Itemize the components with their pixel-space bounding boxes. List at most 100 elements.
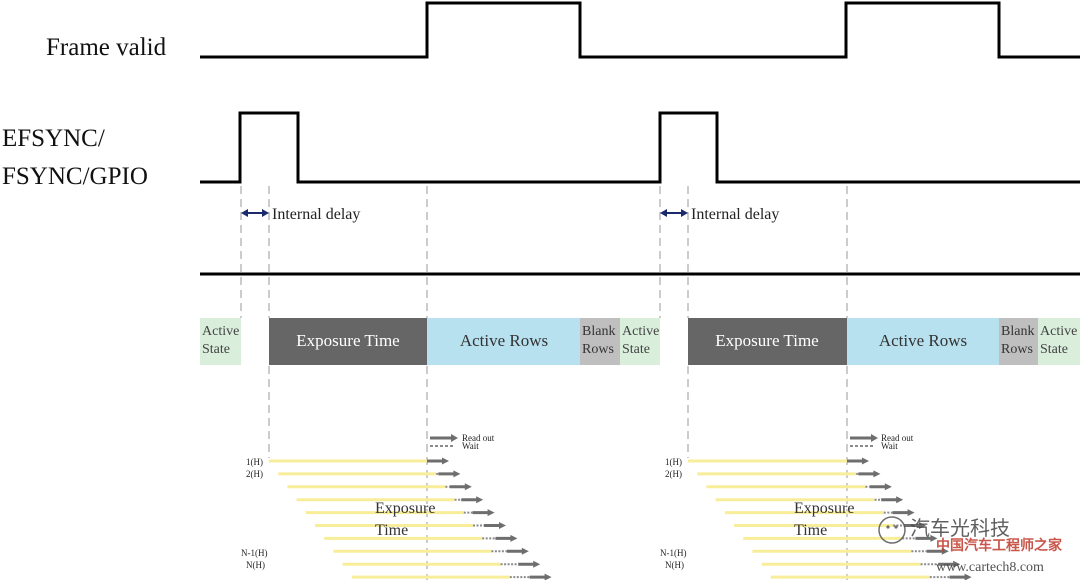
row-label-second-last: N-1(H) <box>241 548 268 558</box>
active-state-block <box>200 318 241 365</box>
active-state-label-line1: Active <box>622 324 659 339</box>
blank-rows-block <box>999 318 1038 365</box>
exposure-row <box>315 522 506 529</box>
readout-legend-2: Read out Wait <box>850 433 914 451</box>
readout-arrow-icon <box>533 560 541 568</box>
readout-arrow-icon <box>930 534 938 542</box>
state-bar-frame-2: Exposure Time Active Rows Blank Rows Act… <box>688 318 1080 365</box>
active-state-label-line1: Active <box>1040 324 1077 339</box>
row-label-second-last: N-1(H) <box>660 548 687 558</box>
exposure-row <box>287 483 472 491</box>
exposure-label-line1: Exposure <box>794 500 854 517</box>
exposure-time-block <box>269 318 427 365</box>
active-rows-block <box>427 318 580 365</box>
readout-arrow-icon <box>464 483 472 491</box>
watermark-site-url: www.cartech8.com <box>936 560 1044 575</box>
exposure-row <box>342 560 541 568</box>
row-labels-frame-2: 1(H) 2(H) N-1(H) N(H) <box>660 457 687 570</box>
exposure-row <box>715 496 904 504</box>
readout-arrow-icon <box>862 457 869 465</box>
exposure-row <box>278 470 461 478</box>
active-state-label-line2: State <box>202 342 230 357</box>
read-out-label: Read out <box>881 433 914 443</box>
readout-arrow-icon <box>953 560 961 568</box>
internal-delay-label: Internal delay <box>272 206 360 223</box>
row-label-first: 1(H) <box>246 457 263 467</box>
readout-arrow-icon <box>544 573 552 581</box>
row-labels-frame-1: 1(H) 2(H) N-1(H) N(H) <box>241 457 268 570</box>
exposure-label-line1: Exposure <box>375 500 435 517</box>
rolling-shutter-rows-2 <box>688 457 972 581</box>
exposure-row <box>269 457 449 465</box>
active-state-block <box>620 318 660 365</box>
readout-arrow-icon <box>964 573 972 581</box>
wait-label: Wait <box>462 441 479 451</box>
readout-arrow-icon <box>442 457 449 465</box>
exposure-label-line2: Time <box>375 522 408 539</box>
exposure-row <box>724 509 915 517</box>
blank-rows-label-line2: Rows <box>582 342 614 357</box>
active-state-label-line1: Active <box>202 324 239 339</box>
frame-valid-label: Frame valid <box>46 34 167 61</box>
exposure-row <box>305 509 495 517</box>
exposure-label-line2: Time <box>794 522 827 539</box>
readout-arrow-icon <box>941 547 949 555</box>
internal-delay-label: Internal delay <box>691 206 779 223</box>
efsync-label-line1: EFSYNC/ <box>2 125 105 152</box>
readout-arrow-icon <box>510 534 518 542</box>
efsync-label-line2: FSYNC/GPIO <box>2 163 148 190</box>
readout-arrow-icon <box>896 496 904 504</box>
exposure-row <box>697 470 881 478</box>
blank-rows-label-line2: Rows <box>1001 342 1033 357</box>
wechat-icon-eye <box>894 525 898 529</box>
readout-arrow-icon <box>499 522 506 529</box>
exposure-row <box>688 457 869 465</box>
readout-arrow-icon <box>453 470 461 478</box>
blank-rows-block <box>580 318 620 365</box>
state-bar-frame-1: Active State Exposure Time Active Rows B… <box>200 318 660 365</box>
wechat-icon-eye <box>886 525 890 529</box>
exposure-row <box>734 522 926 529</box>
readout-arrow-icon <box>521 547 529 555</box>
exposure-row <box>752 547 949 555</box>
internal-delay-1: Internal delay <box>241 206 360 223</box>
exposure-row <box>761 560 961 568</box>
active-state-label-line2: State <box>1040 342 1068 357</box>
exposure-row <box>706 483 892 491</box>
row-label-second: 2(H) <box>665 469 682 479</box>
readout-arrow-icon <box>884 483 892 491</box>
watermark-site-cn: 中国汽车工程师之家 <box>936 537 1063 554</box>
exposure-time-block <box>688 318 847 365</box>
readout-arrow-icon <box>919 522 926 529</box>
wechat-icon <box>878 516 906 544</box>
blank-rows-label-line1: Blank <box>1001 324 1034 339</box>
exposure-time-annotation-1: Exposure Time <box>375 500 435 539</box>
guide-lines <box>240 186 848 580</box>
exposure-time-annotation-2: Exposure Time <box>794 500 854 539</box>
active-rows-label: Active Rows <box>879 331 967 350</box>
readout-arrow-icon <box>476 496 484 504</box>
row-label-last: N(H) <box>246 560 265 570</box>
readout-arrow-icon <box>487 509 495 517</box>
readout-arrow-icon <box>873 470 881 478</box>
read-out-label: Read out <box>462 433 495 443</box>
readout-legend-1: Read out Wait <box>430 433 495 451</box>
row-label-first: 1(H) <box>665 457 682 467</box>
watermark-brand: 汽车光科技 <box>910 517 1010 540</box>
exposure-row <box>770 573 972 581</box>
exposure-row <box>743 534 938 542</box>
frame-valid-waveform <box>200 1 1080 59</box>
exposure-row <box>296 496 484 504</box>
exposure-row <box>324 534 518 542</box>
readout-arrow-icon <box>907 509 915 517</box>
efsync-waveform <box>200 111 1080 184</box>
exposure-row <box>333 547 529 555</box>
exposure-row <box>351 573 552 581</box>
watermark: 汽车光科技 中国汽车工程师之家 www.cartech8.com <box>878 516 1063 575</box>
rolling-shutter-rows-1 <box>269 457 552 581</box>
active-rows-label: Active Rows <box>460 331 548 350</box>
wait-label: Wait <box>881 441 898 451</box>
row-label-second: 2(H) <box>246 469 263 479</box>
